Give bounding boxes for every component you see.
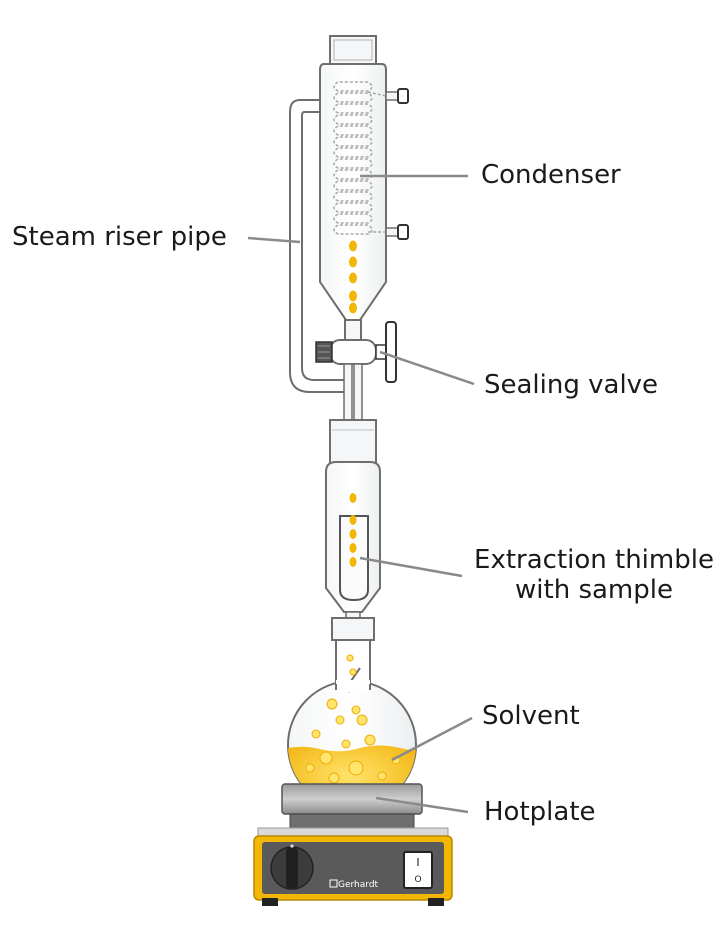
- coil-outlet-line: [367, 91, 387, 97]
- label-sealing-valve: Sealing valve: [484, 370, 659, 400]
- vapor-bubble: [335, 715, 345, 725]
- label-condenser: Condenser: [481, 160, 621, 190]
- brand-logo-icon: Gerhardt: [329, 879, 379, 890]
- vapor-bubble: [364, 734, 376, 746]
- switch-on-mark: I: [416, 856, 419, 869]
- leader-lines: [247, 174, 475, 814]
- leader-solvent: [391, 716, 473, 762]
- solvent-drop: [349, 493, 357, 503]
- vapor-bubble: [377, 771, 387, 781]
- condensate-drop: [349, 256, 357, 268]
- solvent-drop: [349, 543, 357, 553]
- leader-steam-riser: [247, 236, 301, 244]
- temperature-knob-icon: [270, 844, 314, 890]
- condensate-drop: [349, 240, 357, 252]
- label-extraction-thimble-line1: Extraction thimble: [474, 545, 714, 575]
- brand-name: Gerhardt: [338, 880, 379, 890]
- condenser-coil: [333, 81, 387, 235]
- vapor-bubble: [346, 654, 354, 662]
- water-inlet-nozzle: [385, 224, 409, 240]
- label-solvent: Solvent: [482, 701, 580, 731]
- vapor-bubble: [356, 714, 368, 726]
- label-extraction-thimble: Extraction thimble with sample: [468, 545, 720, 605]
- water-outlet-nozzle: [385, 88, 409, 104]
- coil-loops: [333, 81, 373, 235]
- thimble-drops: [349, 493, 357, 567]
- vapor-bubble: [351, 705, 361, 715]
- vapor-bubble: [319, 751, 333, 765]
- power-switch: I O: [403, 851, 433, 889]
- condensate-drop: [349, 290, 357, 302]
- switch-off-mark: O: [414, 875, 421, 885]
- condensate-drops: [349, 240, 357, 314]
- vapor-bubble: [349, 668, 357, 676]
- condensate-drop: [349, 302, 357, 314]
- vapor-bubble: [341, 739, 351, 749]
- vapor-bubble: [305, 763, 315, 773]
- solvent-drop: [349, 529, 357, 539]
- vapor-bubble: [326, 698, 338, 710]
- solvent-drop: [349, 515, 357, 525]
- solvent-drop: [349, 557, 357, 567]
- label-hotplate: Hotplate: [484, 797, 596, 827]
- vapor-bubble: [328, 772, 340, 784]
- hotplate: Gerhardt I O: [253, 783, 453, 906]
- condensate-drop: [349, 272, 357, 284]
- label-steam-riser-pipe: Steam riser pipe: [12, 222, 227, 252]
- vapor-bubble: [311, 729, 321, 739]
- leader-thimble: [359, 556, 463, 578]
- label-extraction-thimble-line2: with sample: [515, 575, 673, 605]
- condenser: [319, 35, 409, 351]
- vapor-bubble: [348, 760, 364, 776]
- leader-hotplate: [375, 796, 469, 814]
- leader-sealing-valve: [379, 350, 475, 386]
- sealing-valve: [315, 321, 397, 465]
